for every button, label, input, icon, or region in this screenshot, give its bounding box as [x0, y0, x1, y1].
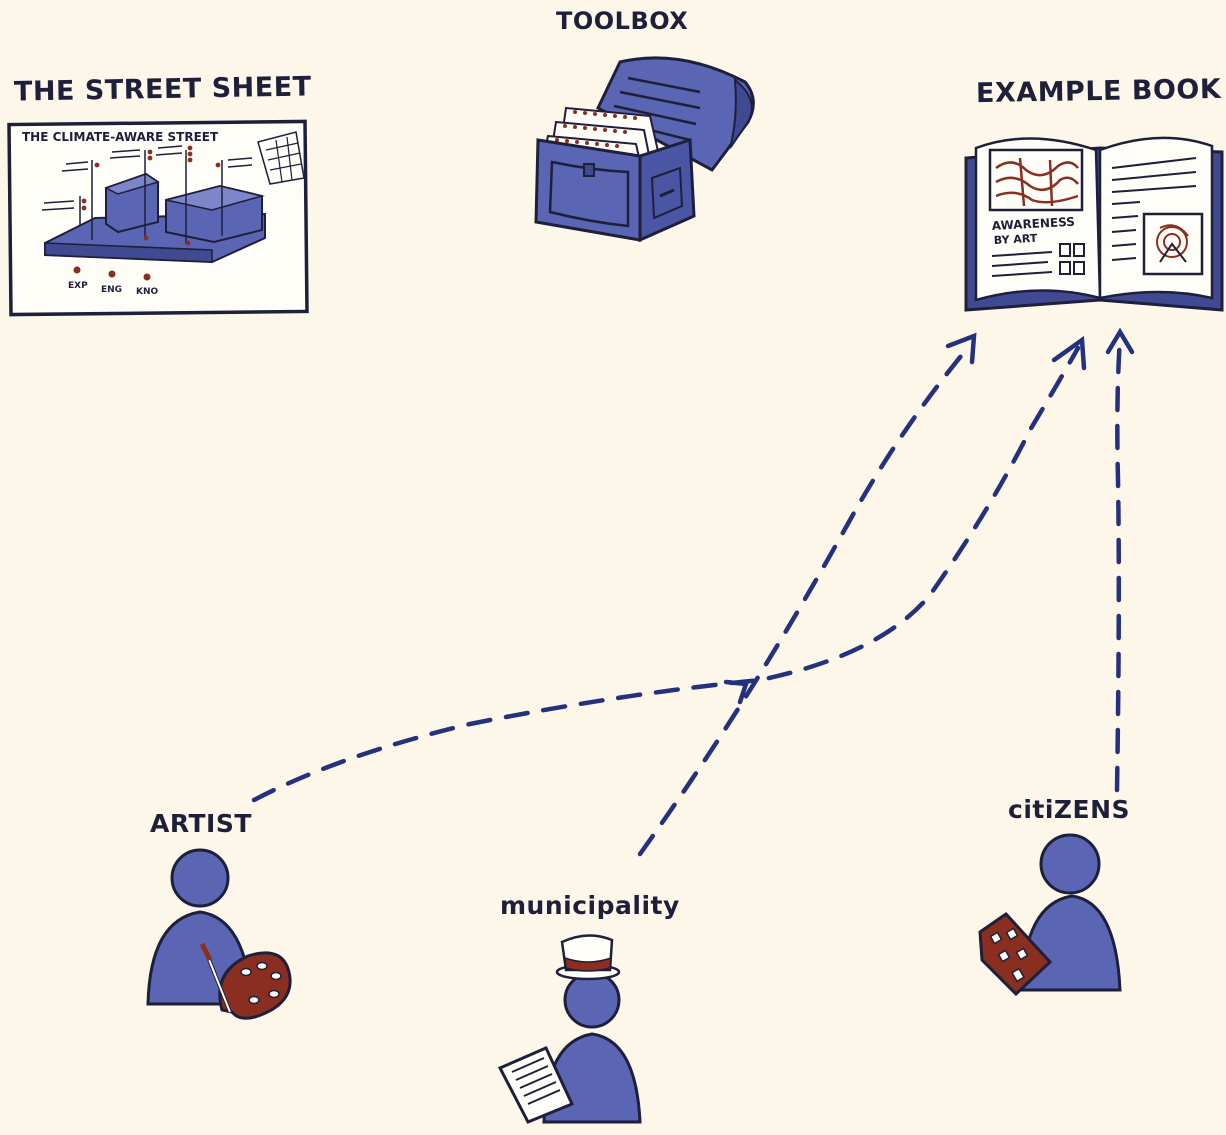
example-book-label: EXAMPLE BOOK [975, 73, 1222, 110]
house-icon [978, 912, 1053, 997]
arrows [251, 327, 1135, 857]
edge-citizens-to-book [1114, 335, 1123, 793]
book-text-by-art: BY ART [993, 232, 1038, 247]
edge-artist-to-book [251, 345, 1081, 803]
toolbox-label: TOOLBOX [556, 7, 689, 35]
legend-exp: EXP [68, 281, 88, 291]
toolbox-chest-icon [534, 56, 755, 243]
legend-kno: KNO [136, 287, 159, 297]
artist-figure-icon [146, 848, 292, 1020]
legend-eng: ENG [101, 285, 122, 295]
arrowhead-artist-edge [1051, 335, 1087, 371]
palette-icon [199, 942, 292, 1020]
street-sheet-heading: THE CLIMATE-AWARE STREET [22, 130, 219, 144]
example-book-icon: AWARENESS BY ART [964, 136, 1224, 312]
citizens-label: citiZENS [1008, 795, 1131, 824]
artist-label: ARTIST [150, 809, 252, 838]
municipality-label: municipality [500, 891, 680, 920]
document-icon [497, 1046, 575, 1124]
arrowhead-citizens-edge [1105, 327, 1135, 355]
street-sheet-illustration: THE CLIMATE-AWARE STREET [7, 119, 309, 317]
edge-municipality-to-book [637, 347, 969, 857]
book-text-awareness: AWARENESS [991, 215, 1075, 233]
municipality-figure-icon [497, 934, 642, 1124]
street-sheet-label: THE STREET SHEET [13, 71, 312, 108]
arrowhead-municipality-edge [945, 332, 977, 365]
top-hat-icon [555, 934, 621, 981]
arrowhead-crossing [723, 679, 750, 705]
citizens-figure-icon [978, 833, 1122, 997]
map-icon [257, 131, 305, 185]
